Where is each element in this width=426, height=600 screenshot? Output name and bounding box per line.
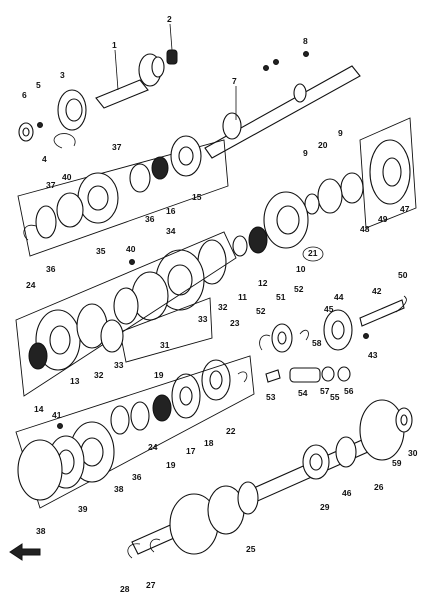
part-label-2: 2: [167, 14, 172, 24]
gear-group-output-middle: [110, 359, 248, 435]
part-label-42: 42: [372, 286, 382, 296]
part-label-35: 35: [96, 246, 106, 256]
part-label-40: 40: [62, 172, 72, 182]
part-label-58: 58: [312, 338, 322, 348]
gear-group-lower-left: [15, 231, 237, 397]
part-label-52b: 52: [256, 306, 266, 316]
gear-group-right: [304, 117, 417, 229]
part-label-11: 11: [238, 292, 247, 302]
countershaft-assembly: [204, 51, 361, 159]
part-number-labels: 2 1 8 3 5 6 7 4 37 37 40 15 16 36 35 36 …: [22, 14, 418, 594]
part-label-15: 15: [192, 192, 202, 202]
part-label-52: 52: [294, 284, 304, 294]
part-label-25: 25: [246, 544, 256, 554]
part-label-21: 21: [308, 248, 318, 258]
part-label-19: 19: [154, 370, 164, 380]
part-label-51: 51: [276, 292, 286, 302]
part-label-22: 22: [226, 426, 236, 436]
part-label-20: 20: [318, 140, 328, 150]
part-label-18: 18: [204, 438, 214, 448]
part-label-38b: 38: [36, 526, 46, 536]
gear-group-upper: [17, 135, 229, 257]
part-label-54: 54: [298, 388, 308, 398]
part-label-38: 38: [114, 484, 124, 494]
part-label-7: 7: [232, 76, 237, 86]
part-label-6: 6: [22, 90, 27, 100]
part-label-9: 9: [303, 148, 308, 158]
part-label-39: 39: [78, 504, 88, 514]
part-label-28: 28: [120, 584, 130, 594]
part-label-32b: 32: [94, 370, 104, 380]
part-label-10: 10: [296, 264, 306, 274]
part-label-33b: 33: [114, 360, 124, 370]
part-label-13: 13: [70, 376, 80, 386]
part-label-32: 32: [218, 302, 228, 312]
input-shaft-assembly: [18, 49, 178, 149]
part-label-50: 50: [398, 270, 408, 280]
part-label-8: 8: [303, 36, 308, 46]
part-label-47: 47: [400, 204, 410, 214]
part-label-30: 30: [408, 448, 418, 458]
part-label-34: 34: [166, 226, 176, 236]
part-label-24b: 24: [148, 442, 158, 452]
part-label-23: 23: [230, 318, 240, 328]
part-label-36b: 36: [46, 264, 56, 274]
reverse-idler-assembly: [259, 295, 407, 383]
part-label-59: 59: [392, 458, 402, 468]
part-label-27: 27: [146, 580, 156, 590]
part-label-45: 45: [324, 304, 334, 314]
part-label-16: 16: [166, 206, 176, 216]
part-label-14: 14: [34, 404, 44, 414]
part-label-31: 31: [160, 340, 170, 350]
part-label-57: 57: [320, 386, 330, 396]
part-label-37: 37: [112, 142, 122, 152]
part-label-1: 1: [112, 40, 117, 50]
part-label-53: 53: [266, 392, 276, 402]
part-label-37b: 37: [46, 180, 56, 190]
part-label-41: 41: [52, 410, 62, 420]
part-label-43: 43: [368, 350, 378, 360]
front-direction-arrow-icon: [9, 543, 41, 561]
part-label-9b: 9: [338, 128, 343, 138]
part-label-46: 46: [342, 488, 352, 498]
part-label-12: 12: [258, 278, 268, 288]
part-label-26: 26: [374, 482, 384, 492]
part-label-4: 4: [42, 154, 47, 164]
part-label-48: 48: [360, 224, 370, 234]
part-label-3: 3: [60, 70, 65, 80]
part-label-17: 17: [186, 446, 196, 456]
gear-group-lower: [15, 355, 255, 509]
part-label-36: 36: [145, 214, 155, 224]
part-label-19b: 19: [166, 460, 176, 470]
part-label-49: 49: [378, 214, 388, 224]
gear-group-middle: [113, 191, 309, 363]
part-label-24: 24: [26, 280, 36, 290]
part-label-44: 44: [334, 292, 344, 302]
part-label-33: 33: [198, 314, 208, 324]
part-label-40b: 40: [126, 244, 136, 254]
part-label-36c: 36: [132, 472, 142, 482]
part-label-56: 56: [344, 386, 354, 396]
main-output-shaft-assembly: [127, 399, 413, 559]
part-label-5: 5: [36, 80, 41, 90]
part-label-55: 55: [330, 392, 340, 402]
part-label-29: 29: [320, 502, 330, 512]
